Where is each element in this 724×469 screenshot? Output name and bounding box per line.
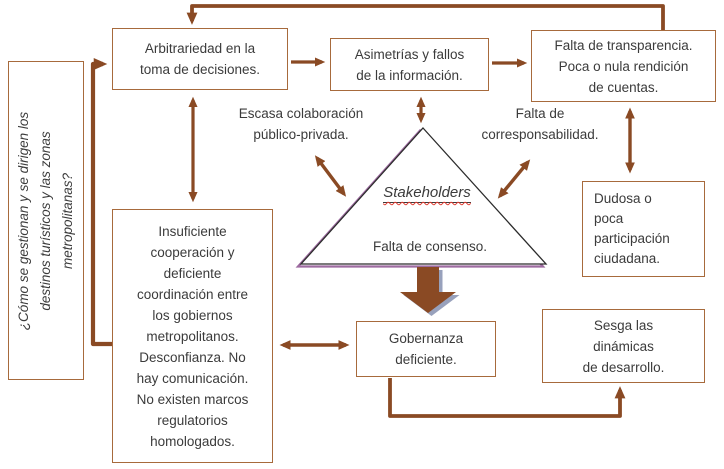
- arrow-escasa-triangle: [314, 155, 347, 197]
- arrow-corresponsabilidad-triangle: [497, 159, 531, 199]
- box-sesga: Sesga las dinámicas de desarrollo.: [542, 309, 705, 383]
- arrow-loop-transparencia-to-arbitrariedad: [186, 4, 665, 30]
- box-dudosa: Dudosa o poca participación ciudadana.: [582, 181, 705, 277]
- box-gobernanza: Gobernanza deficiente.: [356, 321, 496, 377]
- label-stakeholders: Stakeholders: [377, 184, 477, 203]
- box-transparencia: Falta de transparencia. Poca o nula rend…: [531, 30, 716, 102]
- box-insuficiente: Insuficiente cooperación y deficiente co…: [112, 209, 273, 463]
- box-arbitrariedad: Arbitrariedad en la toma de decisiones.: [112, 28, 288, 90]
- stakeholders-triangle: [299, 127, 548, 265]
- label-falta-corresponsabilidad: Falta de corresponsabilidad.: [481, 106, 599, 142]
- block-arrow-down-icon: [400, 267, 456, 313]
- side-question-text: ¿Cómo se gestionan y se dirigen los dest…: [16, 111, 75, 330]
- side-question-box: ¿Cómo se gestionan y se dirigen los dest…: [8, 61, 84, 380]
- box-asimetrias: Asimetrías y fallos de la información.: [330, 38, 489, 91]
- stakeholders-underlined-text: Stakeholders: [383, 184, 471, 203]
- label-falta-consenso: Falta de consenso.: [372, 239, 488, 254]
- arrow-gobernanza-to-sesga-elbow: [388, 378, 626, 418]
- arrow-insuficiente-to-arbitrariedad-elbow: [90, 58, 112, 347]
- label-escasa-colaboracion: Escasa colaboración público-privada.: [238, 106, 364, 142]
